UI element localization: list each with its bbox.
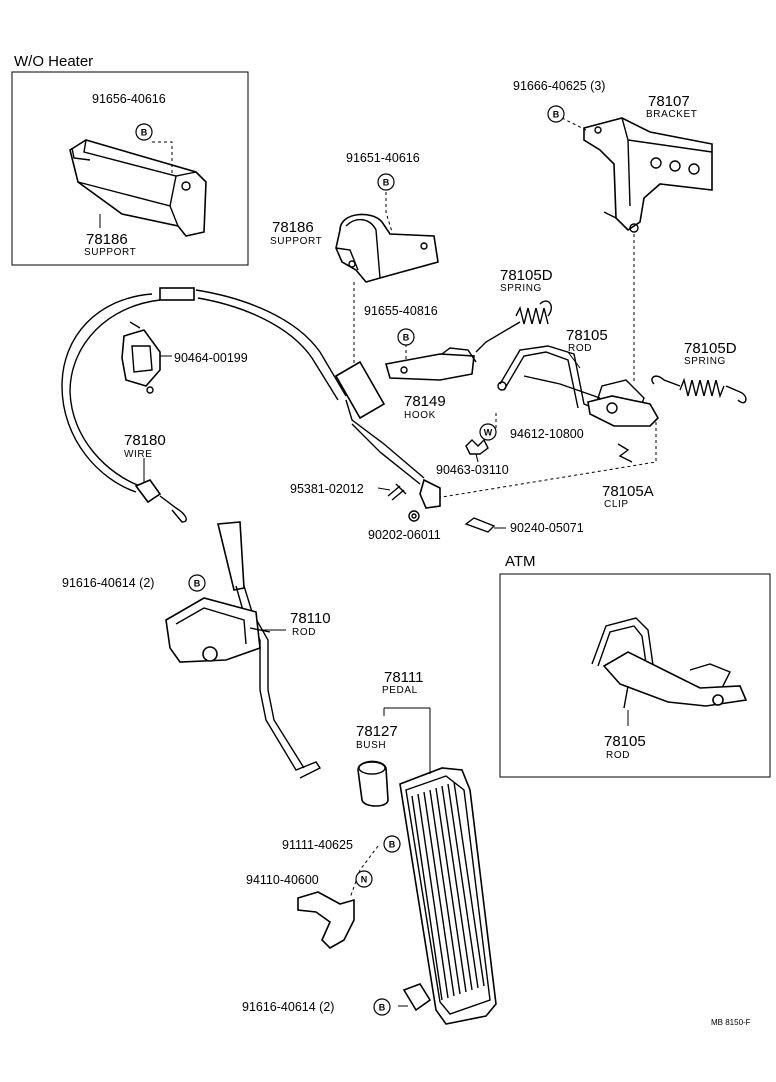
svg-text:B: B — [141, 128, 148, 138]
wo-heater-frame — [11, 71, 249, 266]
label-78105-b-name: ROD — [606, 750, 630, 761]
atm-title: ATM — [505, 553, 536, 570]
label-91111-40625: 91111-40625 — [282, 838, 353, 852]
label-78111-name: PEDAL — [382, 685, 418, 696]
label-78186-a-name: SUPPORT — [84, 247, 136, 258]
badge-w-94612: W — [479, 423, 497, 441]
spring-78105D-right — [651, 375, 747, 404]
label-95381-02012: 95381-02012 — [290, 482, 364, 496]
label-91616-40614-b: 91616-40614 (2) — [242, 1000, 334, 1014]
label-78127: 78127 — [356, 723, 398, 740]
label-90463-03110: 90463-03110 — [436, 463, 509, 477]
label-91651-40616: 91651-40616 — [346, 151, 420, 165]
leader-91651 — [385, 192, 393, 233]
badge-b-91616-a: B — [188, 574, 206, 592]
svg-text:B: B — [389, 840, 396, 850]
label-90240-05071: 90240-05071 — [510, 521, 584, 535]
leader-91656 — [152, 141, 173, 176]
label-78107: 78107 — [648, 93, 690, 110]
svg-text:B: B — [379, 1003, 386, 1013]
label-78186-b: 78186 — [272, 219, 314, 236]
bush-78127 — [357, 760, 389, 807]
clip-90463 — [465, 438, 489, 463]
label-78105D-b-name: SPRING — [684, 356, 726, 367]
leader-78105 — [567, 351, 581, 369]
label-78180: 78180 — [124, 432, 166, 449]
label-78110-name: ROD — [292, 627, 316, 638]
footer-code: MB 8150-F — [711, 1018, 751, 1027]
clip-78105A — [617, 443, 633, 463]
label-78149-name: HOOK — [404, 410, 436, 421]
label-78105-a: 78105 — [566, 327, 608, 344]
svg-text:B: B — [383, 178, 390, 188]
spring-78105D-upper — [475, 300, 552, 353]
svg-text:B: B — [403, 333, 410, 343]
hook-78149 — [384, 347, 477, 381]
rod-78105-atm — [591, 617, 748, 709]
badge-b-91656: B — [135, 123, 153, 141]
label-91655-40816: 91655-40816 — [364, 304, 438, 318]
wo-heater-title: W/O Heater — [14, 53, 93, 70]
label-91666-40625: 91666-40625 (3) — [513, 79, 605, 93]
svg-text:B: B — [194, 579, 201, 589]
label-78127-name: BUSH — [356, 740, 386, 751]
label-94110-40600: 94110-40600 — [246, 873, 319, 887]
label-78105D-a: 78105D — [500, 267, 553, 284]
pedal-78111 — [399, 767, 497, 1025]
svg-text:B: B — [553, 110, 560, 120]
clip-95381 — [387, 483, 407, 501]
bolt-90240 — [464, 517, 496, 533]
support-78186 — [335, 213, 439, 283]
label-90464-00199: 90464-00199 — [174, 351, 248, 365]
label-78186-b-name: SUPPORT — [270, 236, 322, 247]
pedal-bracket-line — [383, 707, 431, 774]
label-91616-40614-a: 91616-40614 (2) — [62, 576, 154, 590]
svg-text:N: N — [361, 875, 368, 885]
badge-n-94110: N — [355, 870, 373, 888]
label-78110: 78110 — [290, 610, 331, 627]
dash-clip-rod — [435, 422, 657, 499]
label-78105-a-name: ROD — [568, 343, 592, 354]
atm-frame — [499, 573, 771, 778]
label-78149: 78149 — [404, 393, 446, 410]
label-78105D-b: 78105D — [684, 340, 737, 357]
leader-95381 — [377, 487, 391, 491]
clamp-90464 — [121, 321, 161, 394]
svg-text:W: W — [484, 428, 493, 438]
support-bracket-wo-heater — [69, 139, 207, 237]
label-78105-b: 78105 — [604, 733, 646, 750]
label-94612-10800: 94612-10800 — [510, 427, 584, 441]
plate-94110 — [297, 891, 355, 949]
washer-90202 — [408, 510, 420, 522]
label-78107-name: BRACKET — [646, 109, 697, 120]
leader-91111 — [349, 845, 379, 899]
label-78105D-a-name: SPRING — [500, 283, 542, 294]
badge-b-91111: B — [383, 835, 401, 853]
label-90202-06011: 90202-06011 — [368, 528, 441, 542]
bracket-78107 — [583, 117, 713, 233]
leader-91666 — [561, 117, 587, 131]
badge-b-91616-b: B — [373, 998, 391, 1016]
label-78186-a: 78186 — [86, 231, 128, 248]
label-91656-40616: 91656-40616 — [92, 92, 166, 106]
label-78105A-name: CLIP — [604, 499, 629, 510]
rod-78105-main — [497, 345, 659, 427]
rod-78110 — [165, 521, 322, 779]
wire-78180 — [61, 287, 441, 523]
badge-b-91651: B — [377, 173, 395, 191]
label-78180-name: WIRE — [124, 449, 153, 460]
badge-b-91666: B — [547, 105, 565, 123]
badge-b-91655: B — [397, 328, 415, 346]
label-78111: 78111 — [384, 669, 424, 686]
label-78105A: 78105A — [602, 483, 654, 500]
